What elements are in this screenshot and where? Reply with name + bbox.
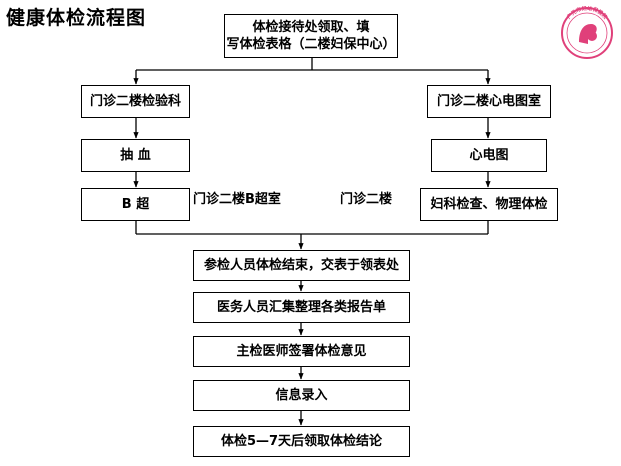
box-ecg-room: 门诊二楼心电图室 <box>427 85 551 118</box>
box-ecg: 心电图 <box>431 139 547 172</box>
box-result: 体检5—7天后领取体检结论 <box>193 426 410 457</box>
box-bscan: B 超 <box>81 188 190 221</box>
label-bscan-room: 门诊二楼B超室 <box>193 192 281 207</box>
page-title: 健康体检流程图 <box>6 7 147 29</box>
box-entry: 信息录入 <box>193 380 410 411</box>
box-submit: 参检人员体检结束，交表于领表处 <box>193 250 410 281</box>
box-collect: 医务人员汇集整理各类报告单 <box>193 292 410 323</box>
box-sign: 主检医师签署体检意见 <box>193 336 410 367</box>
box-reception: 体检接待处领取、填 写体检表格（二楼妇保中心） <box>224 14 398 58</box>
hospital-logo: 广元市妇幼保健院 <box>561 6 613 59</box>
label-gyn-location: 门诊二楼 <box>340 192 393 207</box>
box-lab: 门诊二楼检验科 <box>81 85 190 118</box>
box-blood: 抽 血 <box>81 139 190 172</box>
box-gyn: 妇科检查、物理体检 <box>420 188 558 221</box>
